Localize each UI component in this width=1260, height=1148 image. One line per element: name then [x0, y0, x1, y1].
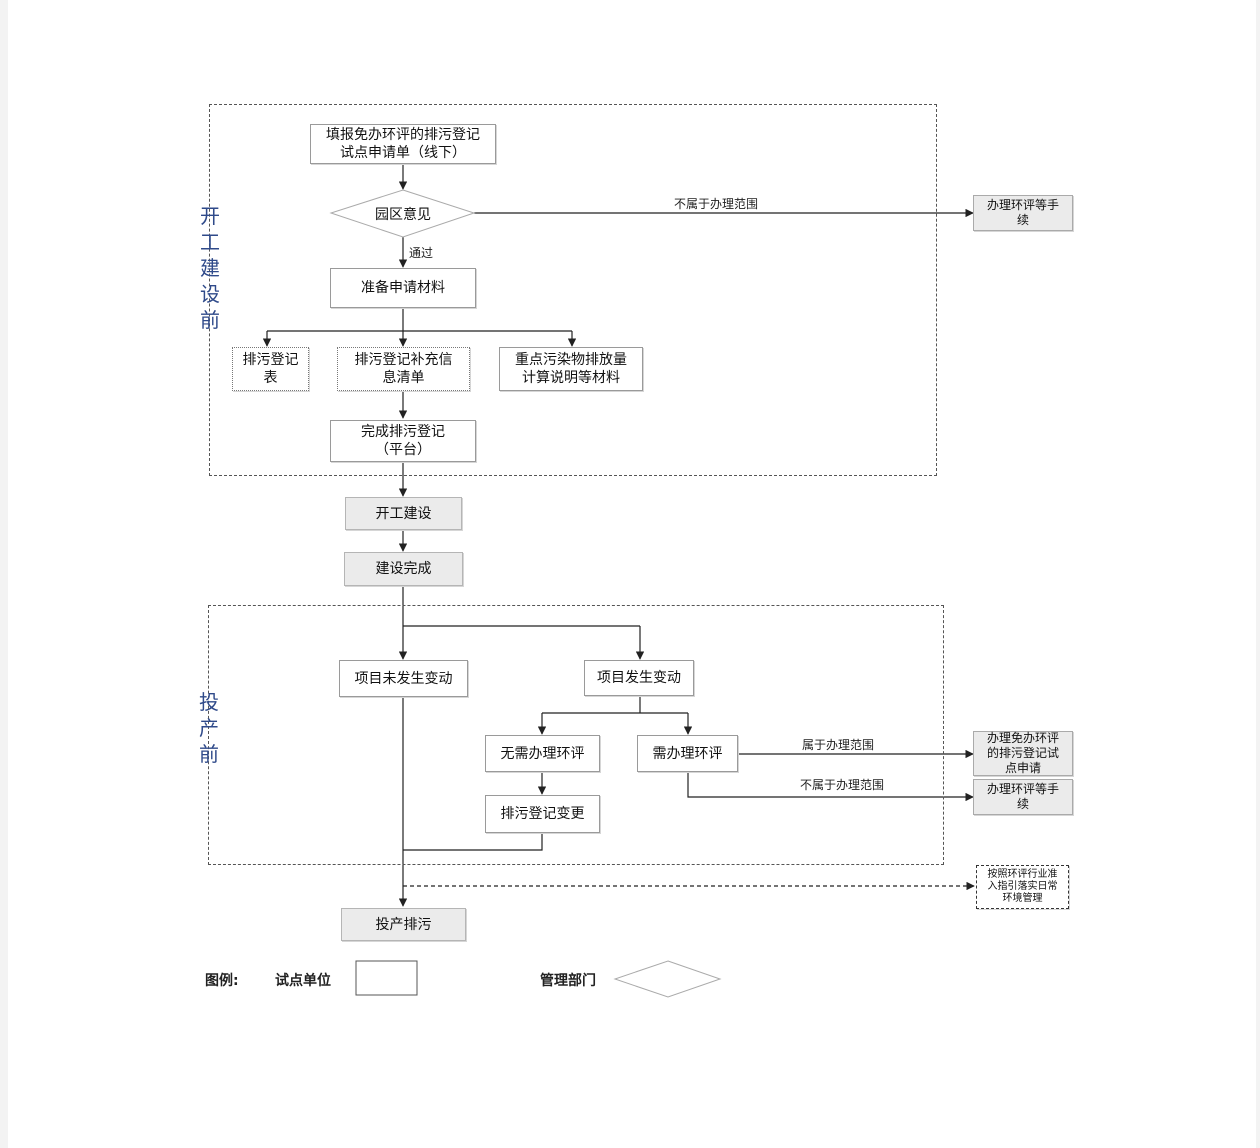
- no-change-node: 项目未发生变动: [339, 660, 468, 697]
- legend-title: 图例:: [205, 973, 239, 989]
- legend-management-dept: 管理部门: [540, 973, 596, 989]
- production-discharge-node: 投产排污: [341, 908, 466, 941]
- legend-pilot-unit: 试点单位: [275, 973, 331, 989]
- region-pre-production: [208, 605, 944, 865]
- pre-construction-label: 开 工 建 设 前: [200, 204, 220, 332]
- region-pre-construction: [209, 104, 937, 476]
- edge-label-pass: 通过: [409, 246, 434, 260]
- side-daily-mgmt-node: 按照环评行业准 入指引落实日常 环境管理: [976, 865, 1069, 909]
- legend-pilot-box: [355, 960, 418, 996]
- prepare-materials-node: 准备申请材料: [330, 268, 476, 308]
- legend-diamond: [613, 960, 722, 998]
- discharge-form-node: 排污登记 表: [232, 347, 309, 391]
- edge-label-not-in-scope-bottom: 不属于办理范围: [800, 778, 885, 792]
- apply-form-node: 填报免办环评的排污登记 试点申请单（线下）: [310, 124, 496, 164]
- supplement-list-node: 排污登记补充信 息清单: [337, 347, 470, 391]
- connector-layer: [262, 163, 975, 998]
- start-construction-node: 开工建设: [345, 497, 462, 530]
- construction-done-node: 建设完成: [344, 552, 463, 586]
- edge-change-to-join: [403, 833, 543, 851]
- side-exempt-pilot-node: 办理免办环评 的排污登记试 点申请: [973, 731, 1073, 776]
- edge-eia-not-in-scope: [687, 772, 974, 802]
- complete-registration-node: 完成排污登记 （平台）: [330, 420, 476, 462]
- side-eia-top-node: 办理环评等手 续: [973, 195, 1073, 231]
- edge-label-in-scope: 属于办理范围: [802, 738, 875, 752]
- registration-change-node: 排污登记变更: [485, 795, 600, 833]
- flowchart-page: 开 工 建 设 前 投 产 前 填报免办环评的排污登记 试点申请单（线下） 园区…: [8, 0, 1256, 1148]
- side-eia-bottom-node: 办理环评等手 续: [973, 779, 1073, 815]
- changed-node: 项目发生变动: [584, 660, 694, 696]
- park-opinion-diamond: [329, 189, 476, 238]
- key-pollutant-calc-node: 重点污染物排放量 计算说明等材料: [499, 347, 643, 391]
- pre-production-label: 投 产 前: [199, 690, 219, 766]
- eia-needed-node: 需办理环评: [637, 735, 738, 772]
- edge-label-not-in-scope-top: 不属于办理范围: [674, 197, 759, 211]
- no-eia-needed-node: 无需办理环评: [485, 735, 600, 772]
- park-opinion-label: 园区意见: [375, 207, 431, 223]
